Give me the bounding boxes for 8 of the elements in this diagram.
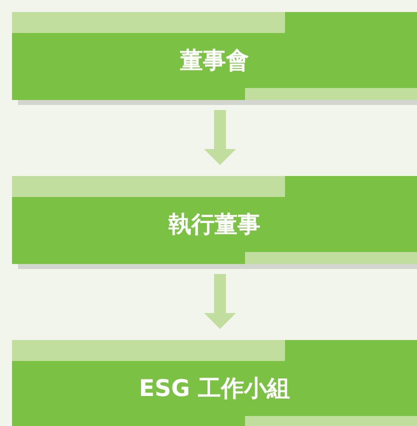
node-label: 執行董事	[168, 211, 260, 240]
node-label: ESG 工作小組	[138, 375, 290, 404]
process-bar	[12, 12, 417, 100]
node-label: 董事會	[180, 47, 249, 76]
process-bar	[12, 176, 417, 264]
arrow	[204, 110, 236, 165]
arrow	[204, 274, 236, 329]
process-bar	[12, 340, 417, 426]
